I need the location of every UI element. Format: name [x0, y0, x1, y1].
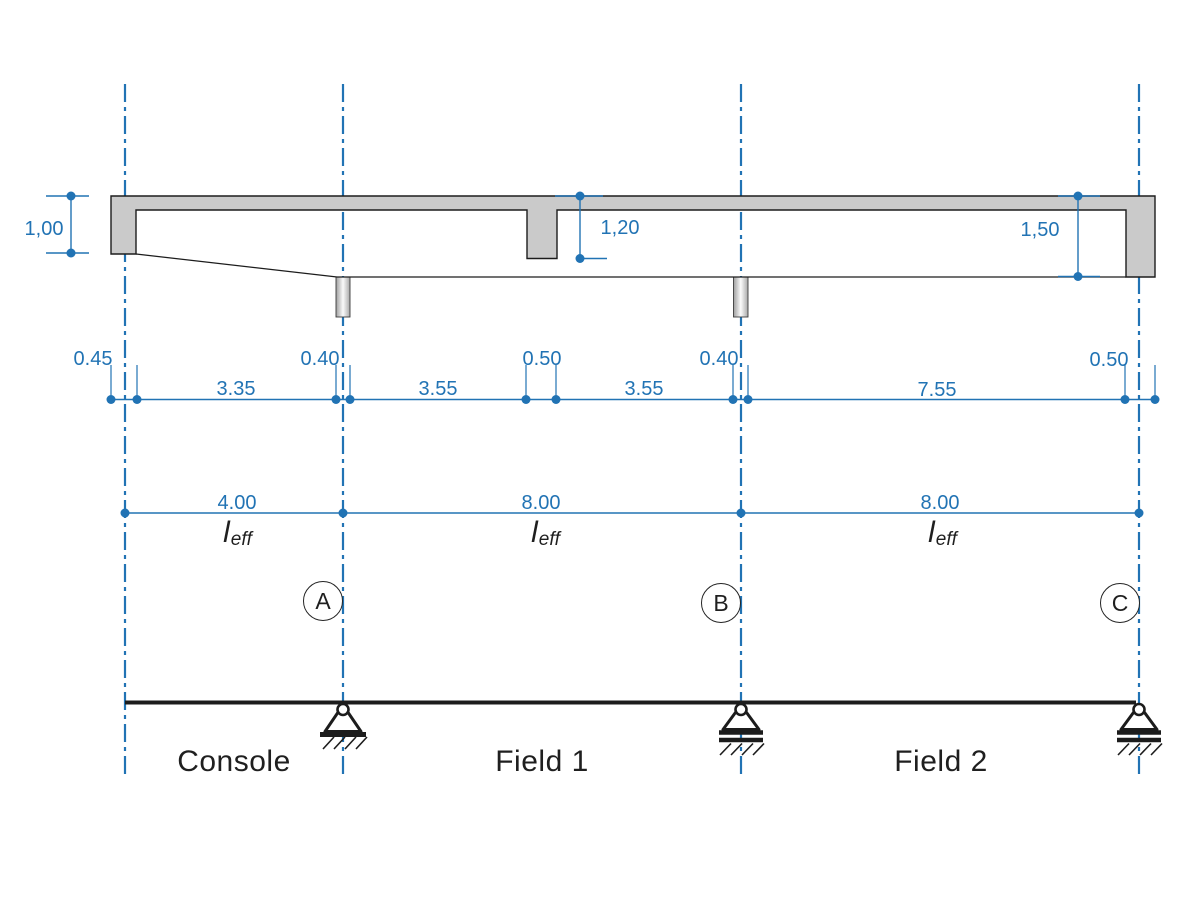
- beam-section-profile: [110, 195, 1156, 318]
- leff-subscript: eff: [538, 529, 560, 550]
- leff-subscript: eff: [230, 529, 252, 550]
- static-system-schematic: [125, 700, 1163, 756]
- dim-label-span-4: 7.55: [917, 379, 957, 401]
- zone-label-field1: Field 1: [495, 745, 589, 778]
- bearing-stub-A: [335, 276, 351, 318]
- grid-bubble-label: A: [315, 587, 331, 614]
- zone-label-field2: Field 2: [894, 745, 988, 778]
- roller-support-icon-B: [719, 702, 765, 756]
- leff-letter: l: [223, 516, 230, 549]
- grid-axis-lines: [123, 84, 1141, 778]
- dim-label-small-1: 0.45: [73, 348, 113, 370]
- dim-label-small-3: 0.50: [522, 348, 562, 370]
- dim-label-small-2: 0.40: [300, 348, 340, 370]
- dim-label-span-2: 3.55: [418, 378, 458, 400]
- dim-label-depth-left: 1,00: [24, 218, 64, 240]
- dimension-chain-detail: [106, 365, 1160, 404]
- depth-dimensions: [46, 191, 1100, 281]
- leff-symbol-3: leff: [928, 516, 957, 550]
- leff-symbol-2: leff: [531, 516, 560, 550]
- dim-label-depth-right: 1,50: [1020, 219, 1060, 241]
- dim-label-depth-mid: 1,20: [600, 217, 640, 239]
- dim-label-small-5: 0.50: [1089, 349, 1129, 371]
- dim-label-span-3: 3.55: [624, 378, 664, 400]
- grid-bubble-A: A: [303, 581, 343, 621]
- haunch-taper-line: [135, 253, 338, 278]
- dimension-chain-effective-spans: [120, 508, 1144, 518]
- dim-label-eff-2: 8.00: [521, 492, 561, 514]
- dim-label-span-1: 3.35: [216, 378, 256, 400]
- pin-support-icon-A: [320, 702, 368, 750]
- bearing-stub-B: [733, 276, 749, 318]
- roller-support-icon-C: [1117, 702, 1163, 756]
- zone-label-console: Console: [177, 745, 291, 778]
- leff-letter: l: [531, 516, 538, 549]
- dim-label-small-4: 0.40: [699, 348, 739, 370]
- leff-subscript: eff: [935, 529, 957, 550]
- grid-bubble-label: B: [713, 589, 729, 616]
- leff-symbol-1: leff: [223, 516, 252, 550]
- leff-letter: l: [928, 516, 935, 549]
- grid-bubble-C: C: [1100, 583, 1140, 623]
- grid-bubble-label: C: [1111, 589, 1129, 616]
- grid-bubble-B: B: [701, 583, 741, 623]
- dim-label-eff-3: 8.00: [920, 492, 960, 514]
- dim-label-eff-1: 4.00: [217, 492, 257, 514]
